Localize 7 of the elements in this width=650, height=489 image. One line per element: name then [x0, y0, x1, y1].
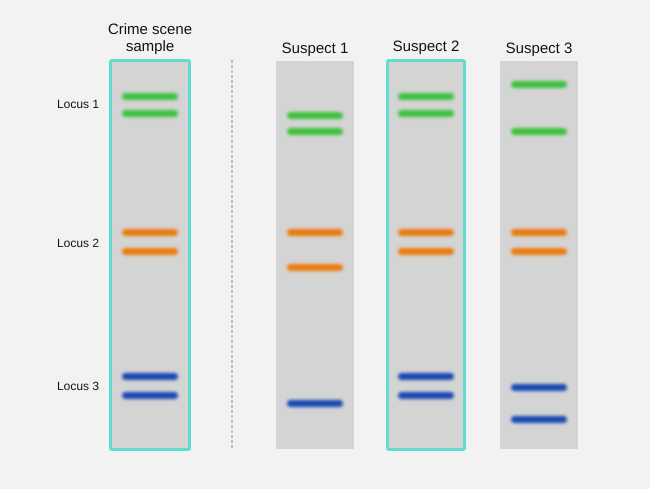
lane-heading: Suspect 2: [392, 38, 460, 55]
lane-heading: Crime scene sample: [106, 21, 194, 55]
locus-label: Locus 1: [57, 97, 100, 111]
locus-label: Locus 3: [57, 379, 100, 393]
locus-label: Locus 2: [57, 236, 100, 250]
lane-heading: Suspect 1: [282, 40, 348, 57]
lane-heading: Suspect 3: [506, 40, 572, 57]
